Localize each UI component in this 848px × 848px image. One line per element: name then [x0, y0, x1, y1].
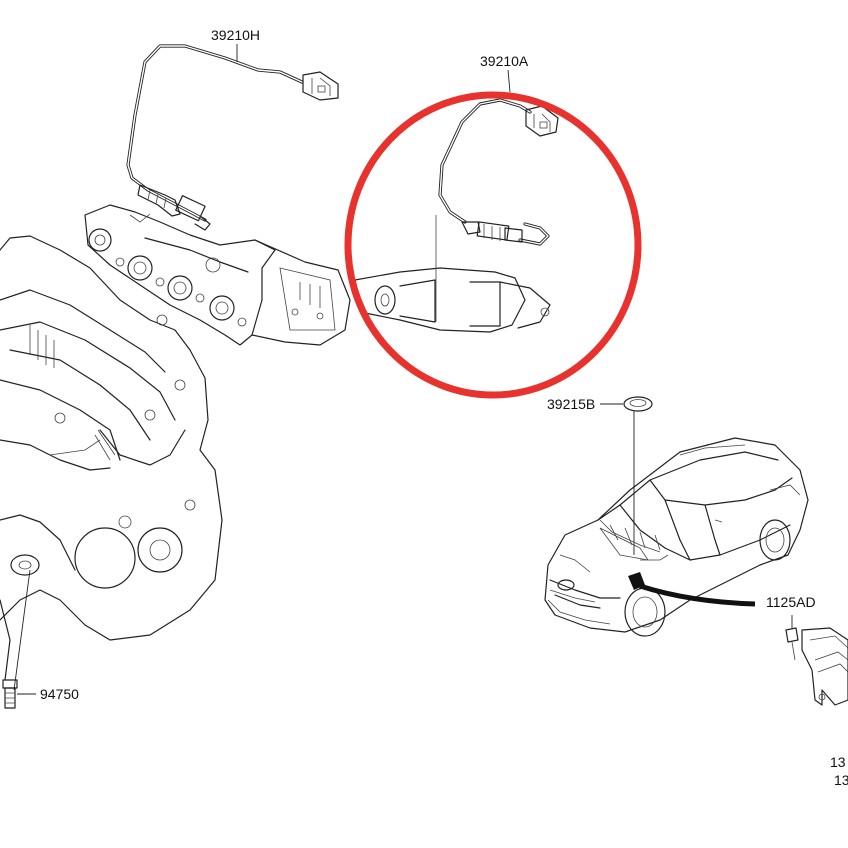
oxygen-sensor-upstream [126, 44, 339, 231]
catalytic-converter [354, 215, 551, 333]
label-partial-2: 13 [834, 772, 848, 788]
highlight-circle [344, 91, 642, 399]
label-partial-1: 13 [830, 754, 846, 770]
oxygen-sensor-downstream [438, 98, 559, 246]
grommet-part [600, 396, 653, 555]
engine-block [0, 235, 223, 681]
car-illustration [544, 437, 809, 637]
label-1125ad: 1125AD [766, 594, 816, 610]
knock-sensor-part [2, 569, 36, 709]
label-94750: 94750 [40, 686, 79, 702]
exhaust-manifold [84, 204, 351, 346]
leader-39210a [507, 69, 511, 93]
label-39210h: 39210H [211, 27, 260, 43]
connector-upstream [302, 71, 339, 101]
label-39210a: 39210A [480, 53, 529, 69]
car-callout-arrow [639, 583, 756, 607]
bracket-part [785, 615, 848, 706]
label-39215b: 39215B [547, 396, 595, 412]
